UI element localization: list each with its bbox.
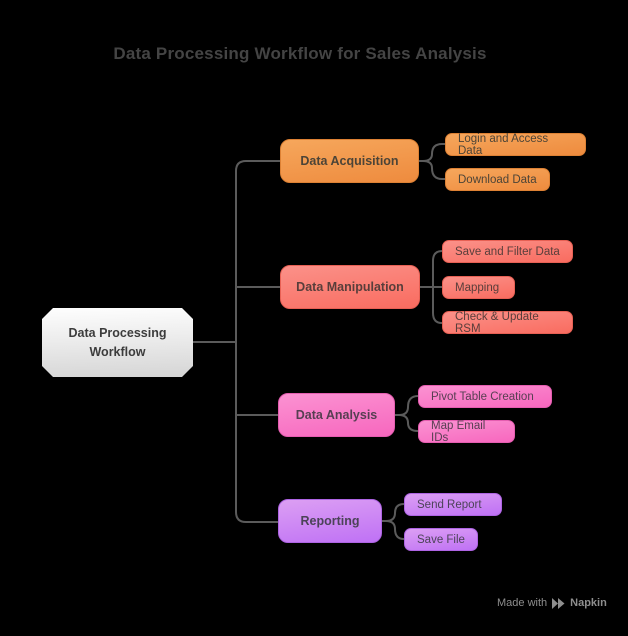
child-label: Login and Access Data: [458, 132, 549, 157]
node-check-update-rsm: Check & Update RSM: [442, 310, 573, 335]
node-save-file: Save File: [404, 528, 478, 551]
branch-label: Reporting: [300, 514, 360, 528]
node-map-email-ids: Map Email IDs: [418, 419, 515, 444]
node-send-report: Send Report: [404, 493, 502, 516]
watermark-text: Made with: [497, 597, 548, 609]
node-mapping: Mapping: [442, 276, 515, 299]
watermark: Made with Napkin: [497, 597, 607, 609]
node-data-acquisition: Data Acquisition: [280, 139, 419, 183]
diagram-title: Data Processing Workflow for Sales Analy…: [113, 44, 487, 63]
node-save-and-filter-data: Save and Filter Data: [442, 240, 573, 263]
child-label: Pivot Table Creation: [431, 390, 534, 403]
child-label: Map Email IDs: [431, 419, 486, 444]
child-label: Save and Filter Data: [455, 245, 560, 258]
child-label: Download Data: [458, 173, 537, 186]
node-data-analysis: Data Analysis: [278, 393, 395, 437]
child-label: Check & Update RSM: [455, 310, 539, 335]
node-pivot-table-creation: Pivot Table Creation: [418, 385, 552, 408]
node-download-data: Download Data: [445, 168, 550, 191]
napkin-logo-icon: [552, 597, 565, 609]
child-label: Send Report: [417, 498, 482, 511]
child-label: Save File: [417, 533, 465, 546]
watermark-brand: Napkin: [570, 597, 607, 609]
node-login-and-access-data: Login and Access Data: [445, 132, 586, 157]
node-reporting: Reporting: [278, 499, 382, 543]
root-label: Data Processing Workflow: [68, 326, 167, 359]
node-data-manipulation: Data Manipulation: [280, 265, 420, 309]
child-label: Mapping: [455, 281, 500, 294]
branch-label: Data Acquisition: [300, 154, 399, 168]
node-root: Data Processing Workflow: [42, 308, 193, 377]
branch-label: Data Analysis: [295, 408, 378, 422]
branch-label: Data Manipulation: [296, 280, 404, 294]
